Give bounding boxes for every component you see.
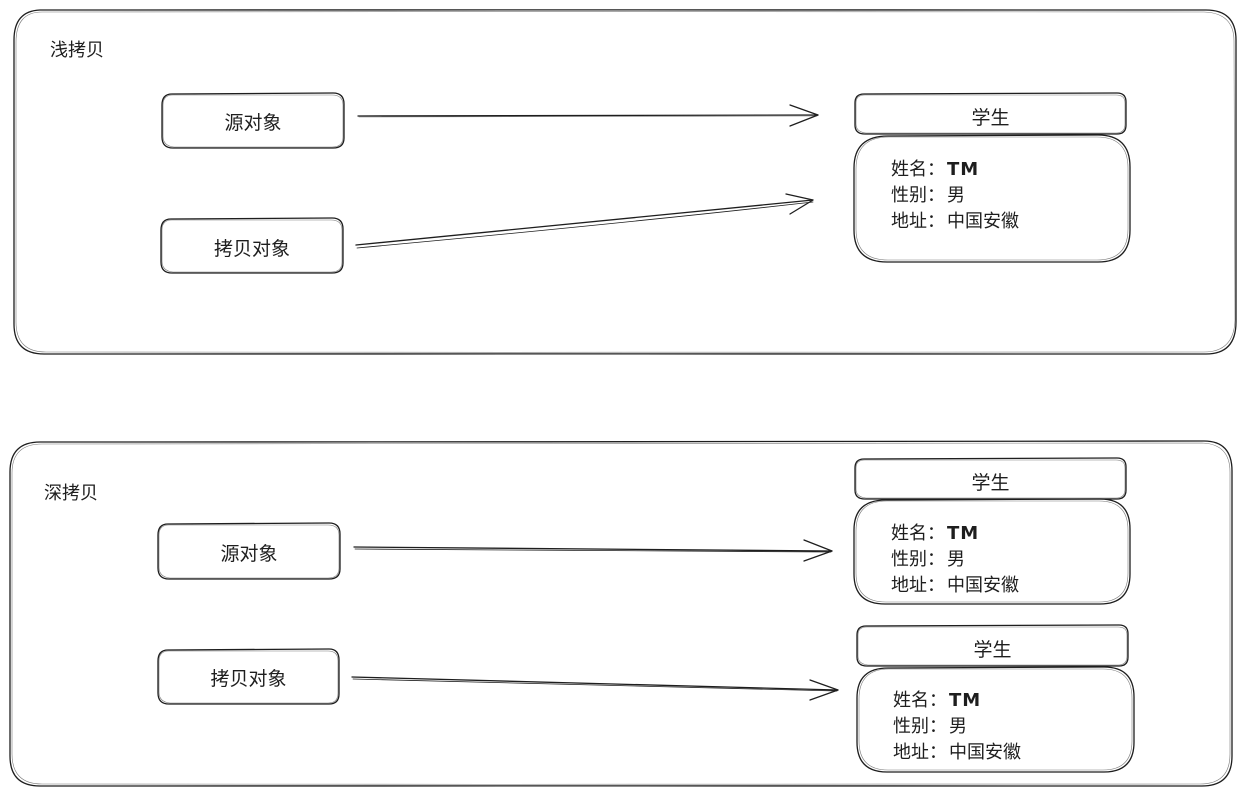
shallow-copy-label: 拷贝对象 (213, 238, 290, 260)
shallow-student-fields: 姓名：TM 性别：男 地址：中国安徽 (891, 157, 1019, 235)
field-value: 男 (947, 185, 965, 206)
shallow-student-header (854, 92, 1127, 135)
field-name-row: 姓名：TM (893, 688, 1021, 714)
deep-section-title: 深拷贝 (44, 483, 98, 504)
field-value: TM (947, 523, 980, 544)
shallow-frame (13, 9, 1237, 355)
field-value: 男 (949, 716, 967, 737)
shallow-copy-arrow (355, 193, 814, 249)
field-name-row: 姓名：TM (891, 157, 1019, 183)
field-value: 中国安徽 (947, 575, 1019, 596)
field-address-row: 地址：中国安徽 (893, 740, 1021, 766)
field-value: TM (947, 159, 980, 180)
field-label: 地址： (891, 211, 945, 232)
field-label: 姓名： (891, 523, 945, 544)
field-label: 姓名： (893, 690, 947, 711)
shallow-student-title: 学生 (971, 107, 1010, 129)
deep-frame (9, 440, 1233, 787)
deep-copy-box (157, 648, 340, 705)
field-label: 性别： (891, 549, 945, 570)
field-label: 性别： (891, 185, 945, 206)
shallow-student-body (853, 134, 1131, 263)
field-value: 中国安徽 (949, 742, 1021, 763)
field-gender-row: 性别：男 (891, 547, 1019, 573)
deep-student-a-fields: 姓名：TM 性别：男 地址：中国安徽 (891, 521, 1019, 599)
deep-student-b-fields: 姓名：TM 性别：男 地址：中国安徽 (893, 688, 1021, 766)
field-address-row: 地址：中国安徽 (891, 573, 1019, 599)
field-label: 地址： (891, 575, 945, 596)
deep-source-box (157, 522, 341, 580)
deep-student-b-header (856, 624, 1129, 667)
shallow-source-arrow (357, 104, 819, 127)
deep-source-label: 源对象 (220, 543, 278, 565)
field-gender-row: 性别：男 (893, 714, 1021, 740)
field-label: 地址： (893, 742, 947, 763)
shallow-source-box (161, 92, 345, 149)
field-value: TM (949, 690, 982, 711)
deep-copy-arrow (351, 676, 839, 701)
field-name-row: 姓名：TM (891, 521, 1019, 547)
deep-copy-label: 拷贝对象 (210, 668, 287, 690)
deep-student-a-body (853, 498, 1131, 605)
deep-source-arrow (353, 539, 833, 562)
shallow-section-title: 浅拷贝 (50, 40, 104, 61)
shallow-copy-box (160, 217, 344, 274)
deep-student-a-header (854, 457, 1127, 500)
field-value: 男 (947, 549, 965, 570)
shallow-source-label: 源对象 (224, 112, 282, 134)
field-label: 姓名： (891, 159, 945, 180)
deep-student-b-title: 学生 (973, 639, 1012, 661)
field-gender-row: 性别：男 (891, 183, 1019, 209)
deep-student-a-title: 学生 (971, 472, 1010, 494)
field-value: 中国安徽 (947, 211, 1019, 232)
field-label: 性别： (893, 716, 947, 737)
field-address-row: 地址：中国安徽 (891, 209, 1019, 235)
deep-student-b-body (856, 666, 1135, 773)
